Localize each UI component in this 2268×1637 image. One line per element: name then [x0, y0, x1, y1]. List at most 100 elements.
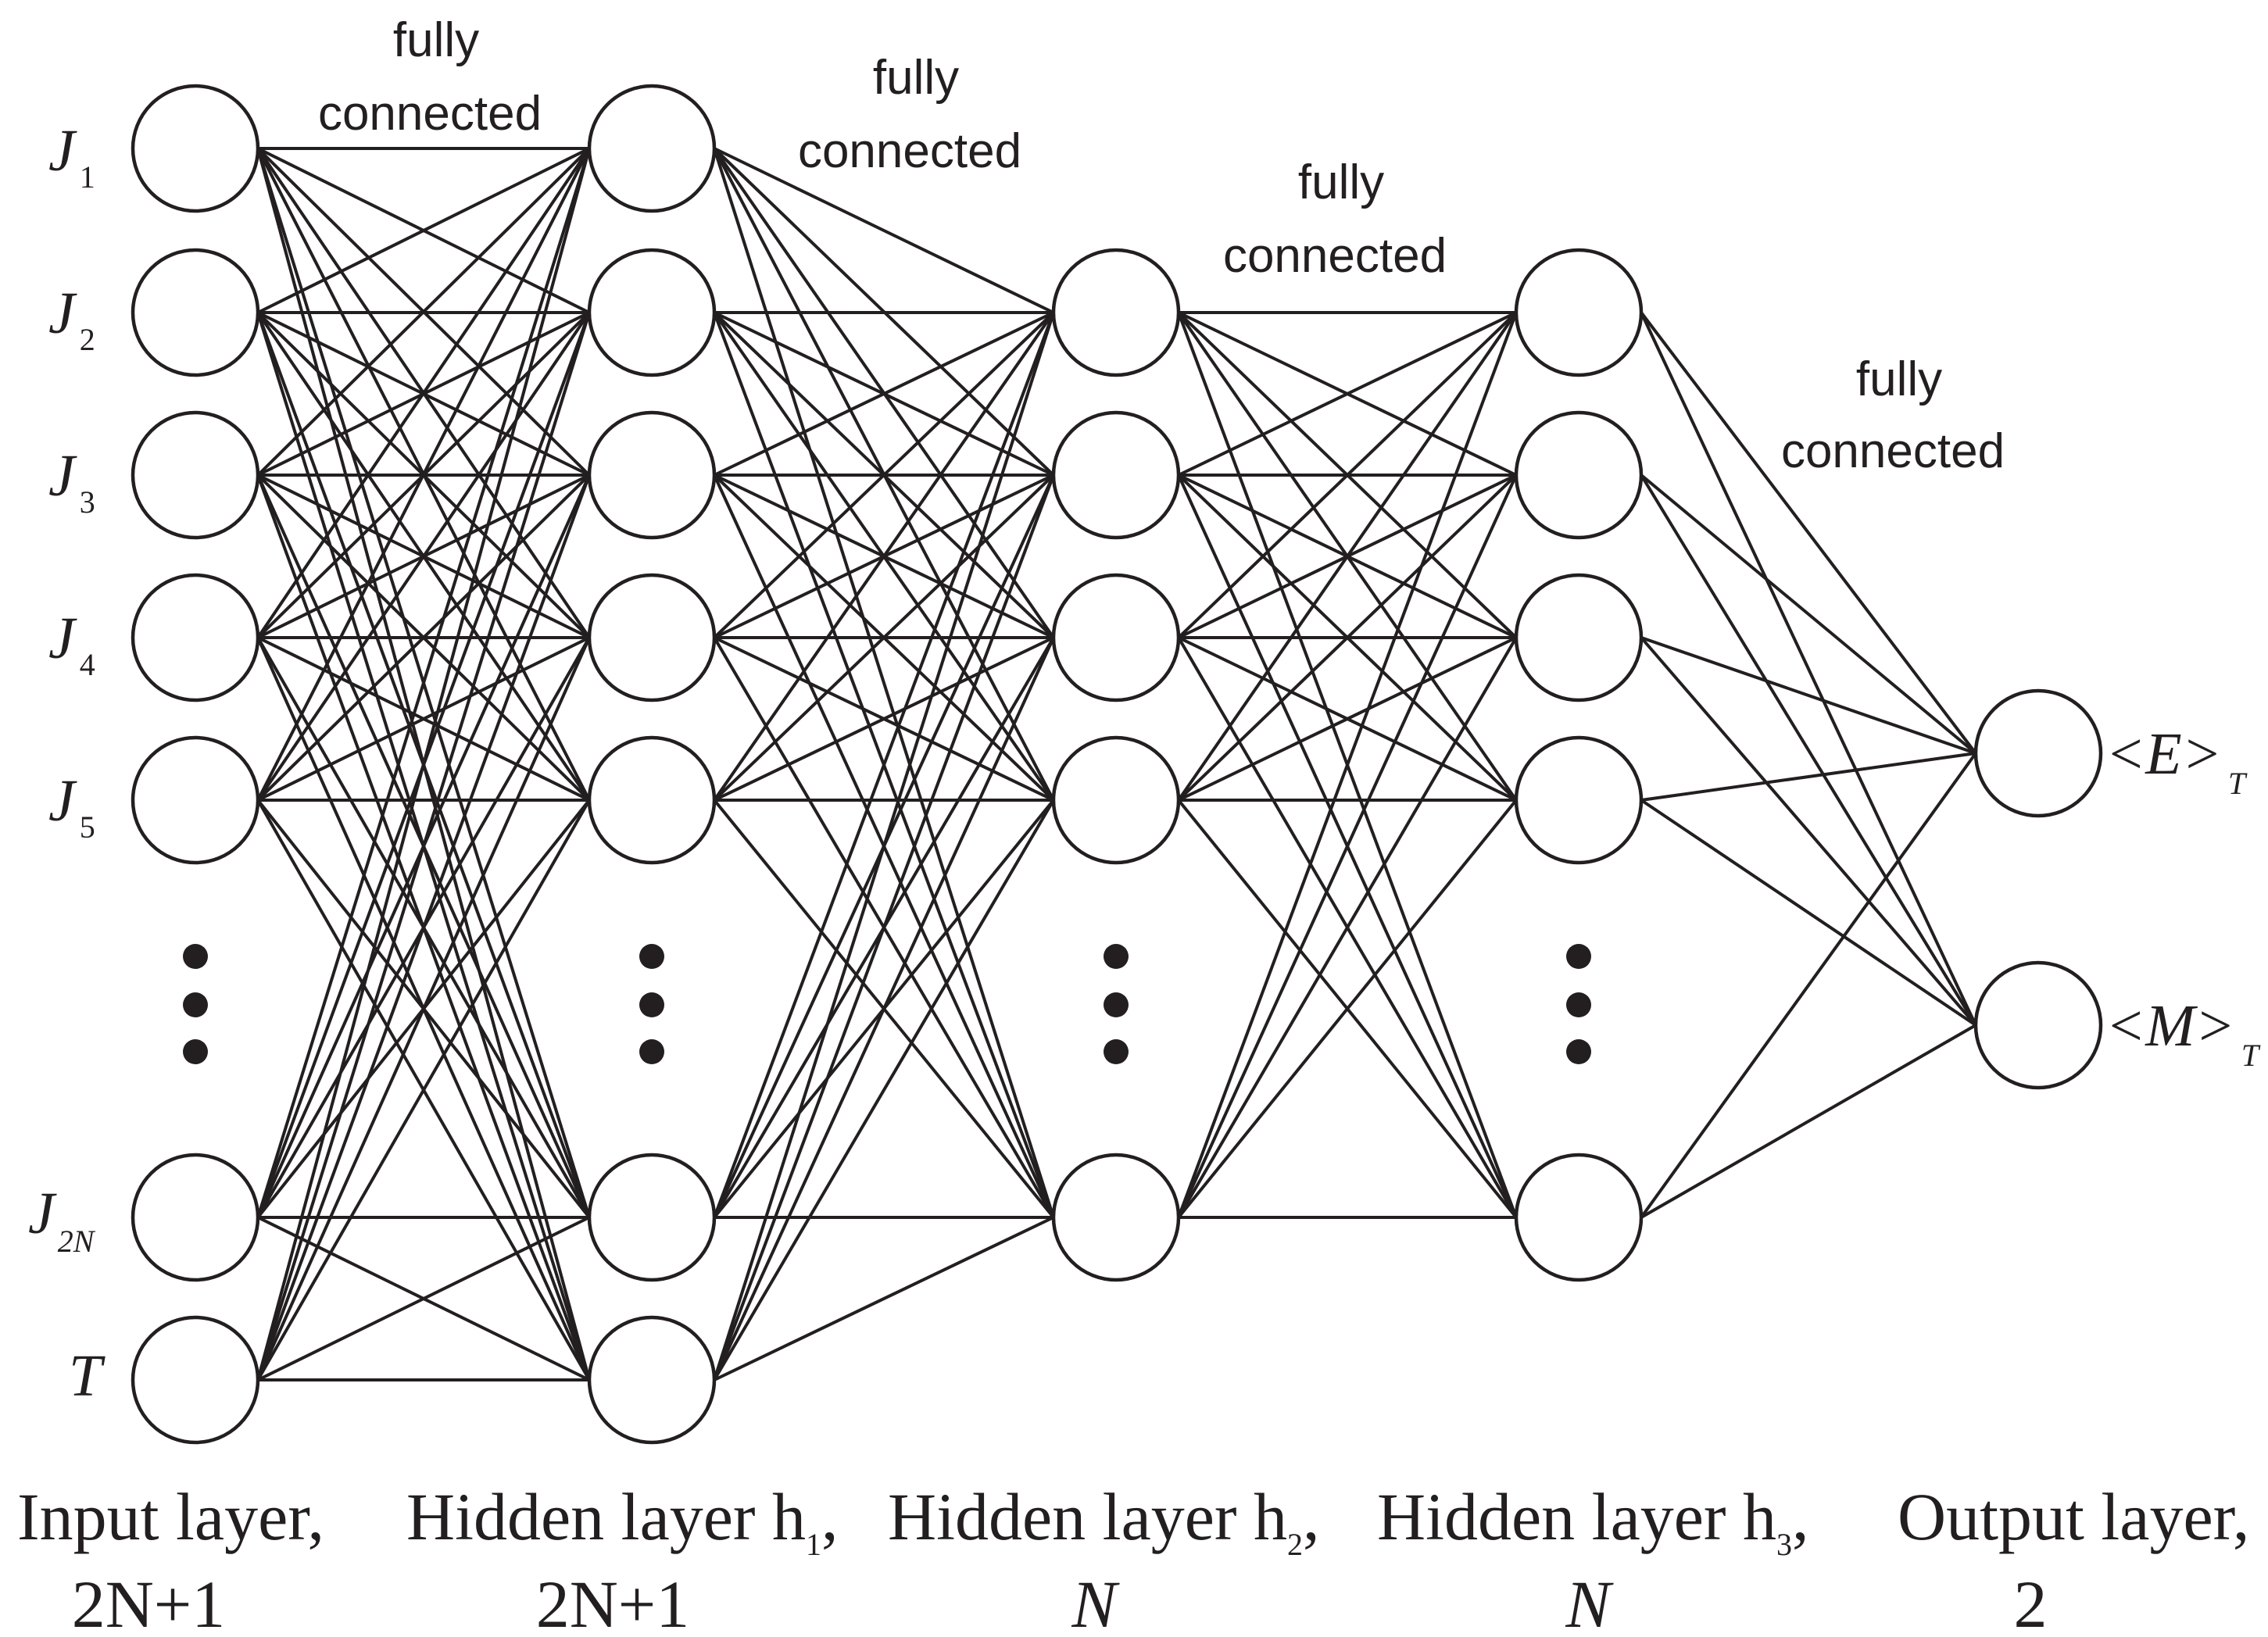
edge-l3-n5-to-n4: [1177, 799, 1518, 1219]
edge-l1-n5-to-n4: [257, 636, 590, 802]
edge-l4-n2-to-n1: [1640, 474, 1977, 755]
edge-l3-n3-to-n1: [1177, 311, 1518, 639]
fc-label-2-line1: fully: [873, 51, 959, 105]
edge-l4-n1-to-n1: [1640, 311, 1977, 755]
neuron-layer2-node5: [587, 735, 717, 865]
edge-l1-n7-to-n1: [256, 148, 591, 1381]
neuron-layer4-node4: [1514, 735, 1644, 865]
edge-l2-n1-to-n5: [713, 148, 1055, 1218]
edge-l1-n7-to-n3: [256, 474, 591, 1381]
neuron-layer4-node2: [1514, 410, 1644, 540]
edge-l3-n4-to-n1: [1177, 311, 1518, 802]
layer-caption-hidden-1: Hidden layer h1,: [406, 1479, 839, 1562]
neuron-layer2-node2: [587, 248, 717, 377]
edge-l1-n7-to-n2: [256, 312, 591, 1381]
layer-size-output: 2: [2014, 1567, 2048, 1637]
edge-l2-n7-to-n4: [713, 799, 1055, 1381]
neuron-layer4-node1: [1514, 248, 1644, 377]
neuron-layer5-node1: [1973, 688, 2103, 818]
edge-l2-n7-to-n5: [714, 1216, 1054, 1381]
neuron-layer3-node4: [1051, 735, 1181, 865]
edge-l2-n5-to-n2: [713, 474, 1055, 802]
ellipsis-dot-layer3-1: [1104, 944, 1129, 969]
neuron-layer2-node4: [587, 573, 717, 702]
ellipsis-dot-layer1-3: [183, 1039, 208, 1064]
edge-l1-n7-to-n4: [256, 637, 591, 1381]
ellipsis-markers: [183, 944, 1591, 1064]
fc-label-2-line2: connected: [798, 124, 1021, 178]
neuron-layer3-node1: [1051, 248, 1181, 377]
neuron-layer2-node6: [587, 1153, 717, 1282]
edge-l4-n1-to-n2: [1640, 312, 1977, 1026]
input-label-t: T: [69, 1343, 106, 1409]
neuron-layer1-node7: [131, 1315, 260, 1445]
neuron-layer1-node6: [131, 1153, 260, 1282]
layer-caption-input: Input layer,: [17, 1479, 324, 1554]
edge-l3-n5-to-n1: [1177, 312, 1518, 1218]
edge-l2-n3-to-n1: [714, 311, 1054, 477]
edge-l1-n3-to-n1: [256, 147, 591, 477]
edge-l3-n4-to-n3: [1178, 636, 1517, 802]
neuron-layer1-node2: [131, 248, 260, 377]
edge-l1-n2-to-n1: [257, 147, 590, 314]
neuron-layer5-node2: [1973, 960, 2103, 1090]
neuron-nodes: [131, 84, 2103, 1445]
connection-edges: [256, 147, 1977, 1381]
edge-l1-n6-to-n1: [256, 148, 591, 1218]
ellipsis-dot-layer2-1: [639, 944, 664, 969]
edge-l1-n5-to-n1: [256, 148, 591, 801]
ellipsis-dot-layer4-2: [1566, 992, 1591, 1017]
edge-l3-n2-to-n1: [1178, 311, 1517, 477]
fc-label-1-line1: fully: [393, 13, 479, 67]
edge-l2-n5-to-n1: [713, 311, 1055, 802]
layer-captions: Input layer, 2N+1 Hidden layer h1, 2N+1 …: [17, 1479, 2249, 1637]
neuron-layer1-node1: [131, 84, 260, 213]
edge-l2-n1-to-n1: [714, 147, 1054, 314]
edge-l1-n7-to-n5: [256, 799, 591, 1381]
edge-l4-n3-to-n2: [1640, 636, 1977, 1027]
layer-size-hidden-3: N: [1565, 1567, 1614, 1637]
edge-l3-n4-to-n2: [1177, 474, 1518, 802]
edge-l2-n4-to-n1: [713, 311, 1055, 639]
fc-label-3-line1: fully: [1298, 155, 1384, 209]
ellipsis-dot-layer2-3: [639, 1039, 664, 1064]
layer-size-hidden-1: 2N+1: [536, 1567, 690, 1637]
neuron-layer3-node3: [1051, 573, 1181, 702]
output-labels: <E>T <M>T: [2105, 721, 2261, 1073]
edge-l4-n5-to-n1: [1640, 752, 1977, 1219]
edge-l1-n7-to-n6: [257, 1216, 590, 1381]
ellipsis-dot-layer4-1: [1566, 944, 1591, 969]
neuron-layer2-node3: [587, 410, 717, 540]
edge-l3-n5-to-n3: [1177, 636, 1518, 1219]
edge-l4-n3-to-n1: [1640, 636, 1976, 755]
connection-labels: fully connected fully connected fully co…: [318, 13, 2005, 478]
neuron-layer2-node7: [587, 1315, 717, 1445]
layer-size-input: 2N+1: [72, 1567, 226, 1637]
ellipsis-dot-layer3-3: [1104, 1039, 1129, 1064]
layer-size-hidden-2: N: [1071, 1567, 1120, 1637]
edge-l2-n7-to-n2: [713, 474, 1055, 1381]
edge-l1-n4-to-n1: [256, 147, 591, 639]
edge-l2-n7-to-n3: [713, 637, 1055, 1381]
output-label-magnetization: <M>T: [2105, 993, 2261, 1073]
ellipsis-dot-layer2-2: [639, 992, 664, 1017]
ellipsis-dot-layer4-3: [1566, 1039, 1591, 1064]
neuron-layer4-node5: [1514, 1153, 1644, 1282]
neuron-layer4-node3: [1514, 573, 1644, 702]
edge-l2-n7-to-n1: [713, 312, 1055, 1381]
fc-label-1-line2: connected: [318, 87, 542, 141]
edge-l1-n5-to-n3: [256, 474, 591, 802]
edge-l2-n6-to-n1: [713, 312, 1055, 1218]
fc-label-4-line2: connected: [1781, 424, 2005, 478]
fc-label-4-line1: fully: [1856, 352, 1942, 406]
ellipsis-dot-layer3-2: [1104, 992, 1129, 1017]
neuron-layer3-node2: [1051, 410, 1181, 540]
